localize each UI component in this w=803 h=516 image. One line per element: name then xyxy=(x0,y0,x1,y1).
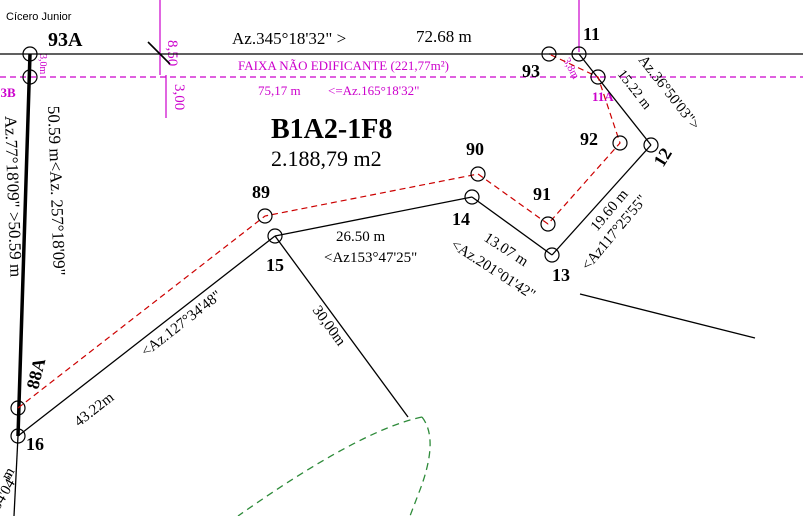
vertex-93a xyxy=(22,46,38,62)
line-16-lower xyxy=(13,435,19,516)
line-12-13 xyxy=(551,144,652,256)
faixa-inner-dashed-line xyxy=(17,53,621,409)
vertex-15 xyxy=(267,228,283,244)
lot-name: B1A2-1F8 xyxy=(271,114,392,145)
top-azimuth: Az.345°18'32" > xyxy=(232,29,346,48)
author-label: Cícero Junior xyxy=(6,11,72,23)
dim-3-0m: 3,0m xyxy=(37,54,48,75)
dim-3-00: 3,00 xyxy=(171,84,187,110)
point-label-92: 92 xyxy=(580,129,598,149)
line-14-15 xyxy=(274,196,473,237)
vertex-91 xyxy=(540,216,556,232)
vertex-markers xyxy=(10,46,659,444)
vertex-89 xyxy=(257,208,273,224)
dim-8-50: 8,50 xyxy=(164,40,180,66)
vertex-88a xyxy=(10,400,26,416)
faixa-length: 75,17 m xyxy=(258,83,301,98)
point-label-16: 16 xyxy=(26,434,44,454)
point-label-12: 12 xyxy=(649,144,675,170)
point-label-91: 91 xyxy=(533,184,551,204)
vertex-93 xyxy=(541,46,557,62)
tick-mark xyxy=(147,41,171,65)
vertex-11a xyxy=(590,69,606,85)
line-15-down xyxy=(274,235,409,418)
s15-14-length: 26.50 m xyxy=(336,229,386,245)
s16-15-azimuth: <Az.127°34'48" xyxy=(139,288,225,360)
point-label-11: 11 xyxy=(583,24,600,44)
top-length: 72.68 m xyxy=(416,27,472,46)
lot-area: 2.188,79 m2 xyxy=(271,146,382,171)
line-11-12 xyxy=(578,53,652,146)
left-upper-label: 50.59 m<Az. 257°18'09" xyxy=(44,105,69,275)
vertex-14 xyxy=(464,189,480,205)
point-label-88a: 88A xyxy=(22,356,49,391)
lot-boundary xyxy=(0,41,803,516)
dim-3-8m: 3,8m xyxy=(560,56,581,82)
point-label-89: 89 xyxy=(252,182,270,202)
vertex-16 xyxy=(10,428,26,444)
vertex-92 xyxy=(612,135,628,151)
point-label-93b: 93B xyxy=(0,85,16,100)
point-label-11a: 11A xyxy=(592,89,614,104)
point-label-93a: 93A xyxy=(48,29,83,51)
point-label-14: 14 xyxy=(452,209,470,229)
point-label-90: 90 xyxy=(466,139,484,159)
line-13-14 xyxy=(471,196,553,256)
bottom-left-azimuth: °04'04" xyxy=(0,471,22,516)
vertex-93b xyxy=(22,69,38,85)
point-label-15: 15 xyxy=(266,255,284,275)
line-13-east xyxy=(579,293,756,339)
point-label-93: 93 xyxy=(522,61,540,81)
left-lower-label: Az.77°18'09" >50.59 m xyxy=(1,115,26,277)
point-label-13: 13 xyxy=(552,265,570,285)
faixa-label: FAIXA NÃO EDIFICANTE (221,77m²) xyxy=(238,58,449,73)
vertex-12 xyxy=(643,137,659,153)
line-93a-16-heavy xyxy=(16,53,32,437)
vertex-90 xyxy=(470,166,486,182)
faixa-azimuth: <=Az.165°18'32" xyxy=(328,83,419,98)
green-dashed-curve xyxy=(237,416,431,516)
s15-14-azimuth: <Az153°47'25" xyxy=(324,250,417,266)
vertex-11 xyxy=(571,46,587,62)
line-15-16 xyxy=(17,235,276,437)
vertex-13 xyxy=(544,247,560,263)
s16-15-length: 43.22m xyxy=(72,389,118,430)
